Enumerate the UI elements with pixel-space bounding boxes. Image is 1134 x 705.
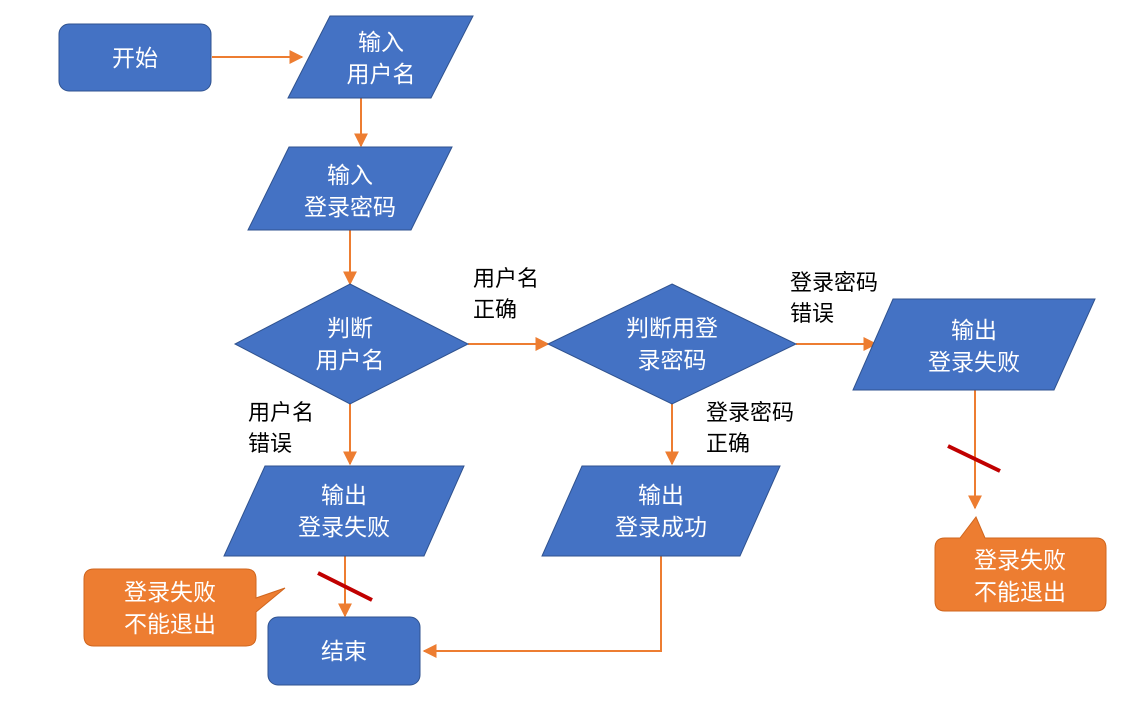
node-output-fail-right: 输出 登录失败 [852,298,1096,391]
node-input-password-line1: 输入 [327,163,373,189]
node-start-label: 开始 [112,46,158,72]
label-password-wrong-line2: 错误 [790,302,834,327]
callout-left-line2: 不能退出 [124,612,216,638]
node-check-password-line2: 录密码 [638,348,707,374]
node-output-fail-left: 输出 登录失败 [223,465,465,557]
node-start: 开始 [58,23,212,92]
label-username-wrong-line1: 用户名 [248,401,314,426]
node-input-username: 输入 用户名 [287,15,474,99]
node-output-fail-left-line1: 输出 [321,483,367,509]
callout-right: 登录失败 不能退出 [934,516,1107,612]
blocked-mark-left [317,571,373,602]
node-check-username-line1: 判断 [327,316,373,342]
node-output-fail-right-line1: 输出 [951,318,997,344]
node-input-username-line2: 用户名 [347,62,416,88]
blocked-mark-right [947,444,1001,473]
node-check-password-line1: 判断用登 [626,316,718,342]
label-password-wrong-line1: 登录密码 [790,271,878,296]
node-end: 结束 [267,616,421,686]
node-output-success-line2: 登录成功 [615,515,707,541]
label-username-correct-line1: 用户名 [473,267,539,292]
node-check-username-line2: 用户名 [316,348,385,374]
edge-output-success-to-end [422,556,662,658]
node-output-fail-right-line2: 登录失败 [928,350,1020,376]
node-output-success: 输出 登录成功 [541,465,781,557]
label-password-correct-line2: 正确 [706,432,750,457]
node-end-label: 结束 [321,639,367,665]
node-input-password-line2: 登录密码 [304,195,396,221]
node-output-fail-left-line2: 登录失败 [298,515,390,541]
callout-right-line2: 不能退出 [974,580,1066,606]
callout-right-line1: 登录失败 [974,548,1066,574]
node-check-username: 判断 用户名 [233,283,470,405]
callout-left: 登录失败 不能退出 [83,568,286,647]
node-input-username-line1: 输入 [358,30,404,56]
label-username-correct-line2: 正确 [473,298,517,323]
edges [212,50,982,658]
label-password-correct-line1: 登录密码 [706,401,794,426]
label-username-wrong-line2: 错误 [248,432,292,457]
node-input-password: 输入 登录密码 [247,146,453,231]
callout-left-line1: 登录失败 [124,580,216,606]
node-check-password: 判断用登 录密码 [546,283,798,405]
node-output-success-line1: 输出 [638,483,684,509]
